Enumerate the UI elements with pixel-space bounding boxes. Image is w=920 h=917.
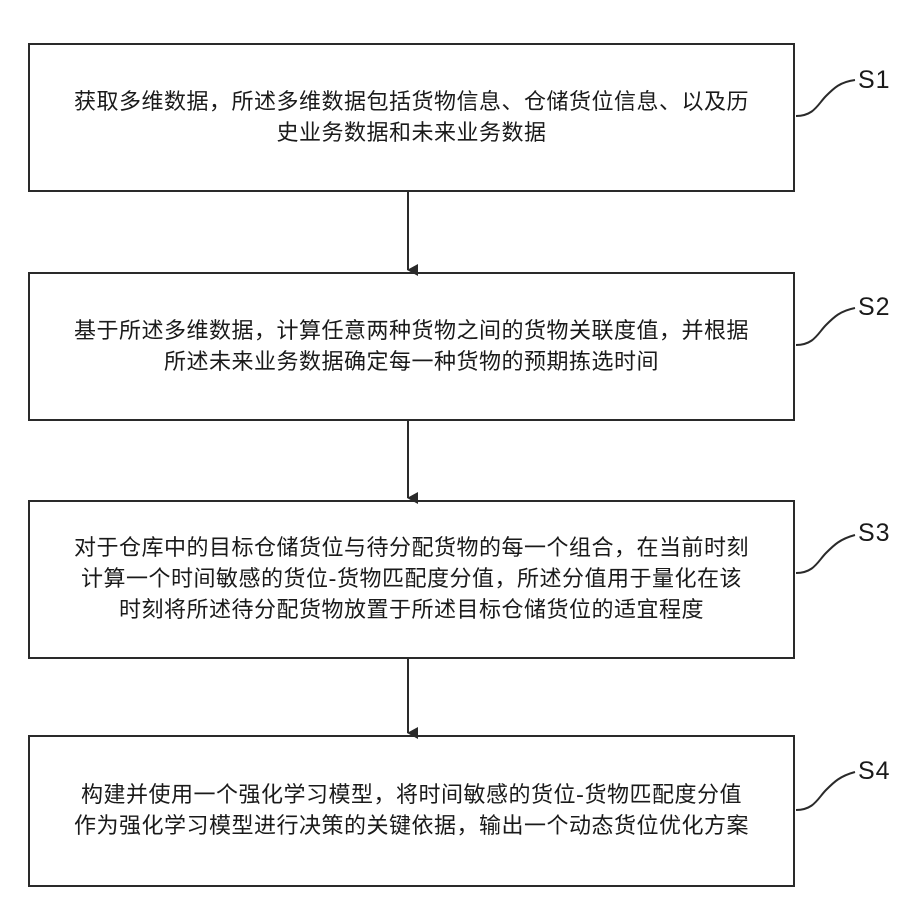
step-label-s1: S1 xyxy=(858,66,891,95)
leader-line-s1 xyxy=(796,80,855,116)
step-label-s3: S3 xyxy=(858,519,891,548)
step-label-s4: S4 xyxy=(858,757,891,786)
step-text-s2: 基于所述多维数据，计算任意两种货物之间的货物关联度值，并根据所述未来业务数据确定… xyxy=(30,316,793,378)
step-text-s4: 构建并使用一个强化学习模型，将时间敏感的货位-货物匹配度分值作为强化学习模型进行… xyxy=(30,780,793,842)
step-label-s2: S2 xyxy=(858,293,891,322)
step-box-s2: 基于所述多维数据，计算任意两种货物之间的货物关联度值，并根据所述未来业务数据确定… xyxy=(28,272,795,421)
step-box-s4: 构建并使用一个强化学习模型，将时间敏感的货位-货物匹配度分值作为强化学习模型进行… xyxy=(28,735,795,887)
leader-line-s2 xyxy=(796,308,855,345)
step-box-s3: 对于仓库中的目标仓储货位与待分配货物的每一个组合，在当前时刻计算一个时间敏感的货… xyxy=(28,500,795,659)
leader-line-s3 xyxy=(796,535,855,573)
step-box-s1: 获取多维数据，所述多维数据包括货物信息、仓储货位信息、以及历史业务数据和未来业务… xyxy=(28,43,795,192)
leader-line-s4 xyxy=(796,772,855,810)
step-text-s1: 获取多维数据，所述多维数据包括货物信息、仓储货位信息、以及历史业务数据和未来业务… xyxy=(30,87,793,149)
step-text-s3: 对于仓库中的目标仓储货位与待分配货物的每一个组合，在当前时刻计算一个时间敏感的货… xyxy=(30,533,793,626)
